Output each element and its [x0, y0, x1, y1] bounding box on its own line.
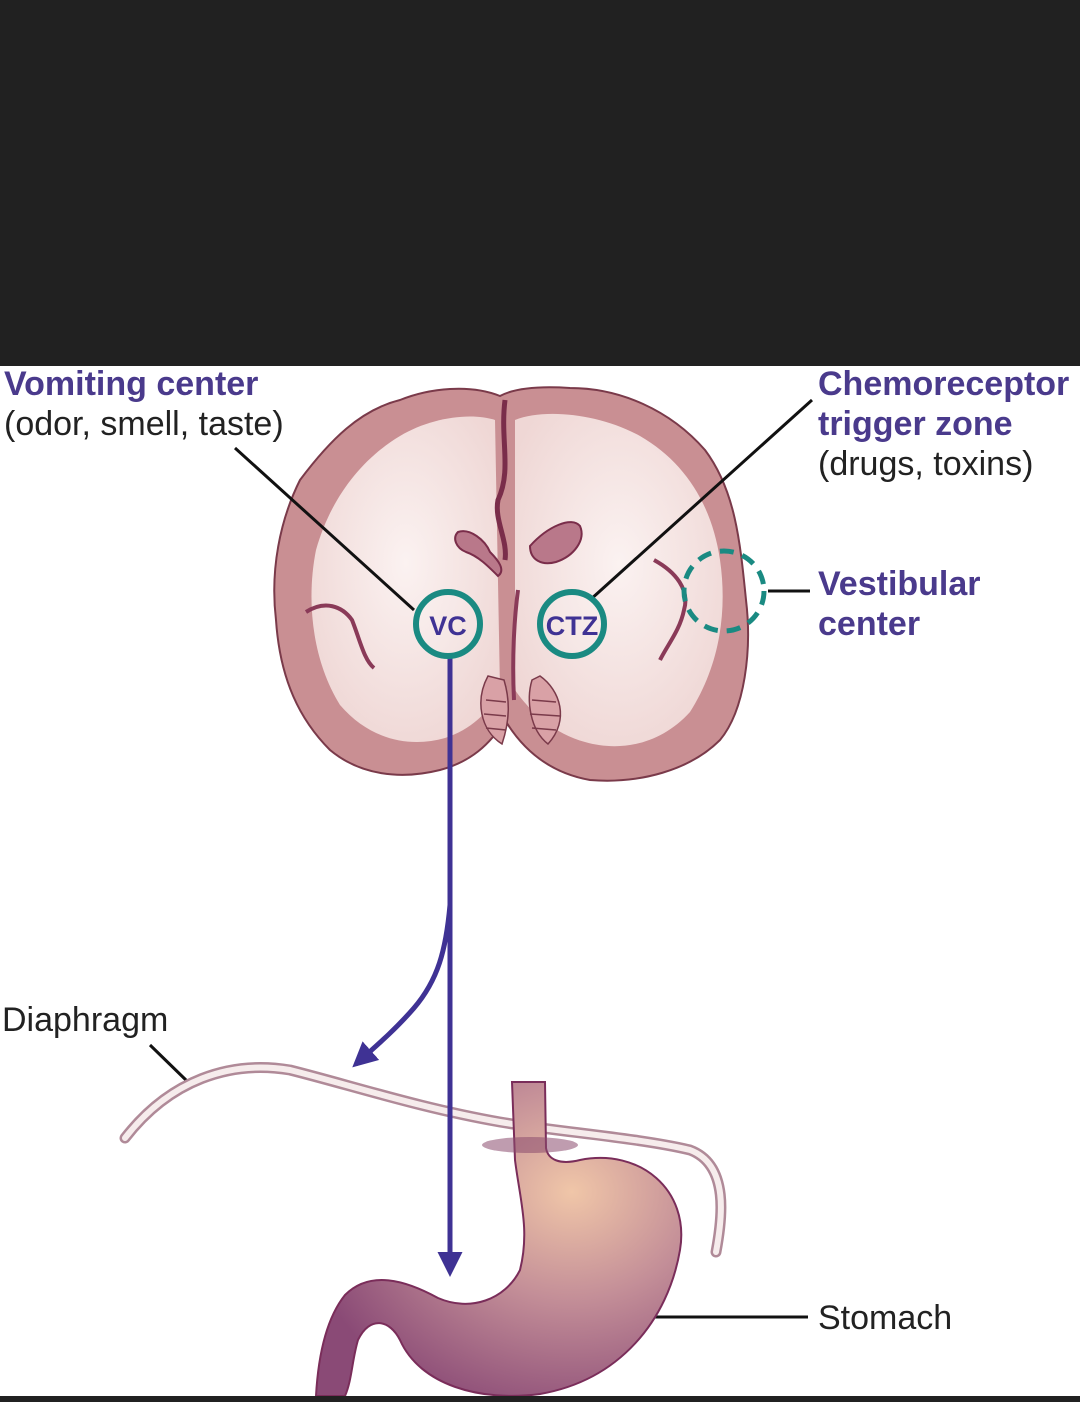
midline-fissure — [494, 399, 508, 561]
diaphragm-leader — [148, 1043, 190, 1084]
vomiting-center-title: Vomiting center — [4, 365, 259, 403]
lateral-ventricle-left — [454, 530, 503, 578]
ctz-subtitle: (drugs, toxins) — [818, 445, 1034, 483]
vestibular-title-line1: Vestibular — [818, 565, 981, 603]
third-ventricle — [511, 589, 520, 701]
vestibular-title-line2: center — [818, 605, 921, 643]
ctz-marker-ring — [537, 589, 607, 659]
sulcus-right — [653, 558, 688, 661]
vc-marker-ring — [413, 589, 483, 659]
ctz-title-line2: trigger zone — [818, 405, 1013, 443]
top-black-band — [0, 0, 1080, 366]
stomach-label: Stomach — [818, 1299, 953, 1337]
bottom-black-band — [0, 1396, 1080, 1402]
vomiting-center-leader — [233, 446, 416, 612]
sulcus-left — [304, 603, 376, 670]
ctz-marker-label: CTZ — [546, 611, 598, 641]
vc-marker-label: VC — [429, 611, 467, 641]
ctz-leader — [588, 398, 814, 602]
diaphragm-shape — [119, 1062, 727, 1258]
white-matter-right — [515, 413, 723, 747]
lateral-ventricle-right — [528, 521, 583, 565]
vc-to-diaphragm-arrow — [352, 904, 453, 1068]
brainstem — [480, 675, 562, 746]
stomach-shape — [314, 1081, 683, 1397]
diaphragm-label: Diaphragm — [2, 1001, 169, 1039]
ctz-title-line1: Chemoreceptor — [818, 365, 1070, 403]
vestibular-center-marker — [681, 548, 767, 634]
white-matter-left — [311, 416, 500, 742]
vomiting-center-subtitle: (odor, smell, taste) — [4, 405, 284, 443]
brain-section — [273, 386, 750, 782]
